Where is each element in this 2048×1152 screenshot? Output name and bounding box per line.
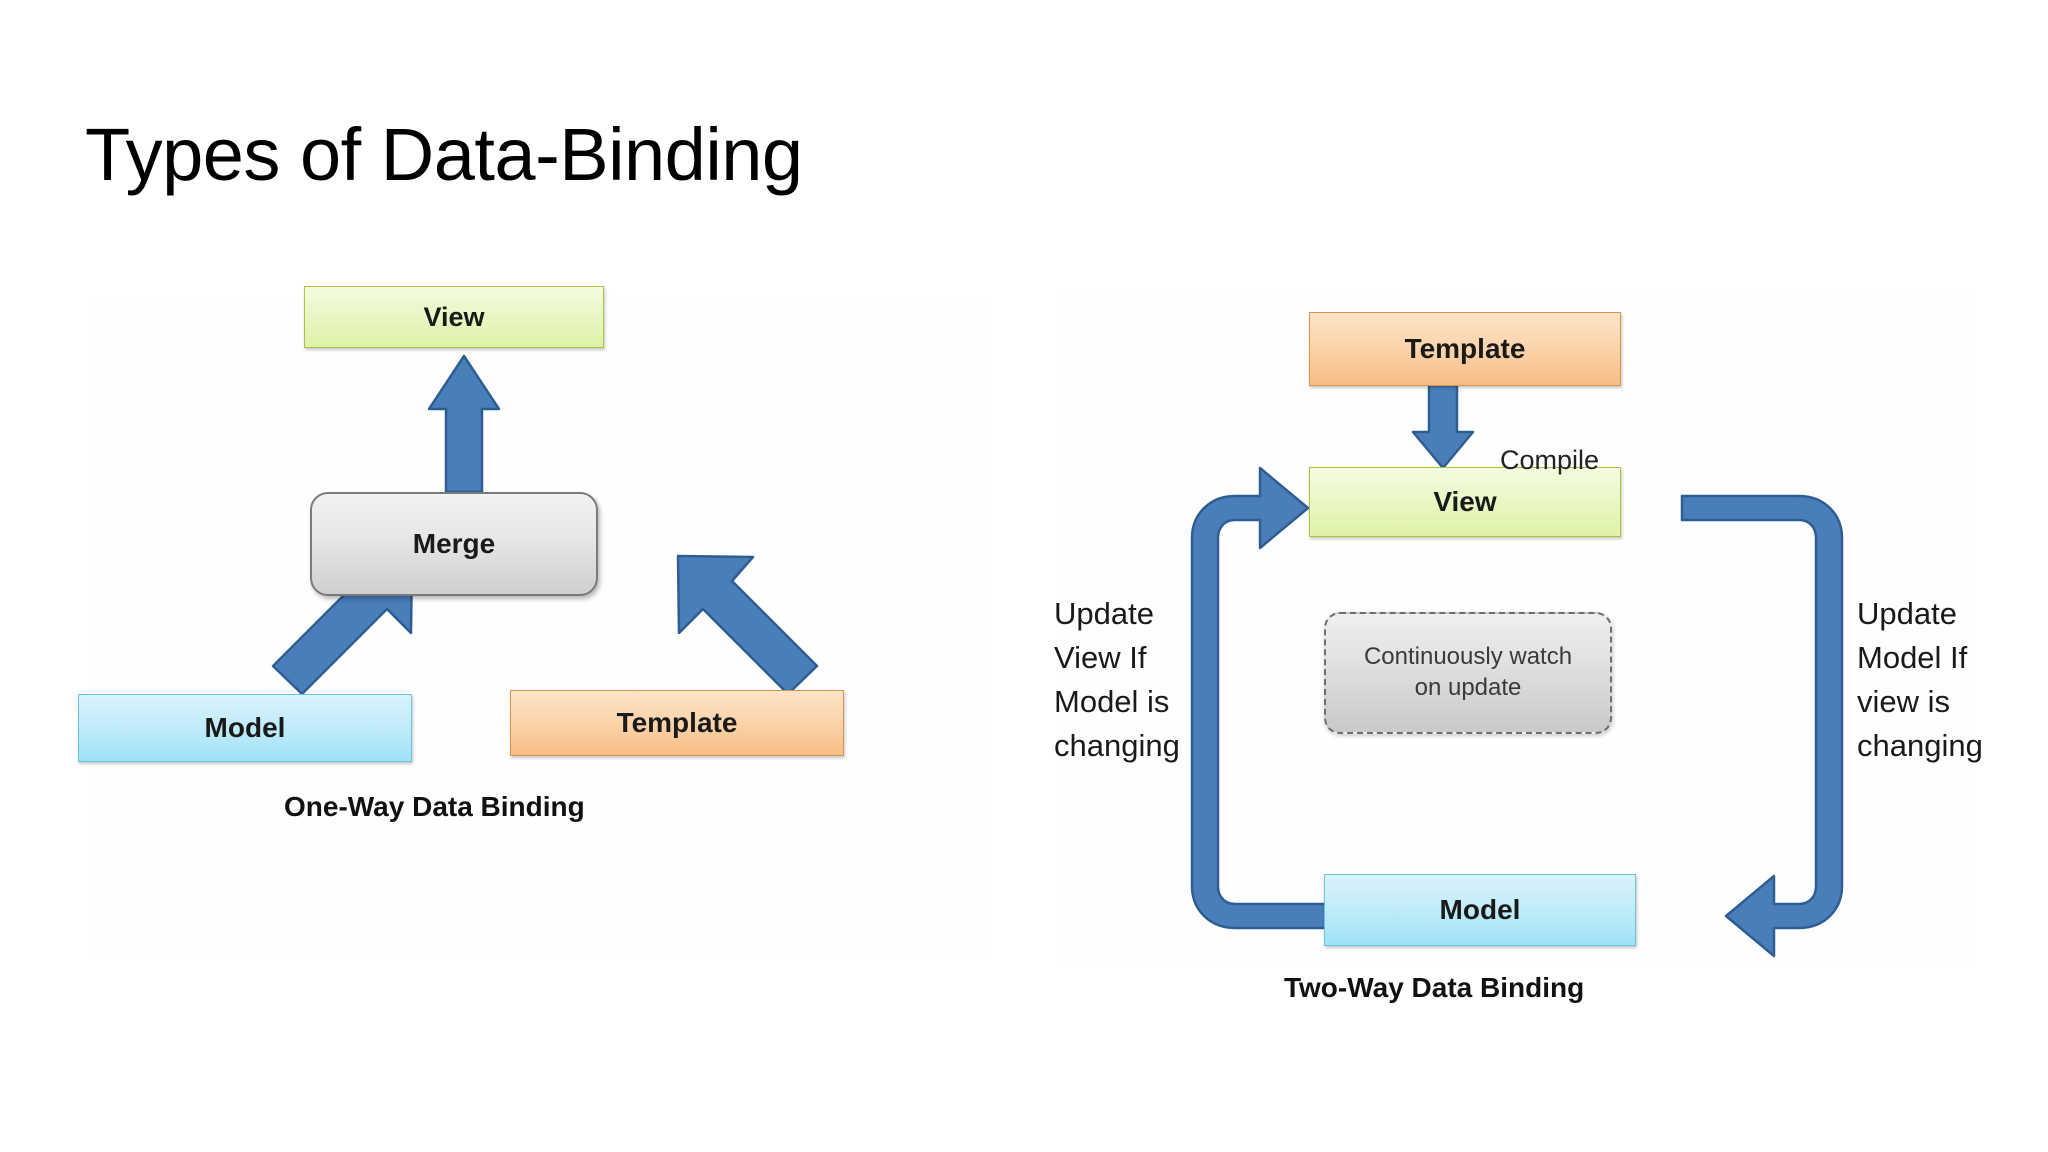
- right-note-line-3: view is: [1857, 684, 1951, 720]
- arrow-template-to-merge: [676, 554, 819, 696]
- node-model-label: Model: [204, 712, 286, 743]
- left-note-line-1: Update: [1054, 596, 1154, 631]
- edge-label-compile: Compile: [1500, 445, 1600, 475]
- node-template-label: Template: [616, 707, 738, 738]
- node-merge[interactable]: Merge: [310, 492, 598, 596]
- node-view-label: View: [423, 301, 485, 332]
- left-note-line-2: View If: [1054, 640, 1147, 676]
- right-note-line-2: Model If: [1857, 640, 1968, 676]
- node-view-label: View: [1433, 486, 1497, 517]
- arrow-template-to-view: [1411, 383, 1475, 470]
- arrow-view-to-model: [1680, 494, 1844, 958]
- node-template-two-way[interactable]: Template: [1309, 312, 1621, 386]
- two-way-loop-arrows: [1190, 466, 1844, 958]
- caption-two-way-data-binding: Two-Way Data Binding: [1284, 972, 1585, 1003]
- node-view-one-way[interactable]: View: [304, 286, 604, 348]
- node-view-two-way[interactable]: View: [1309, 467, 1621, 537]
- watch-line-2: on update: [1414, 674, 1522, 701]
- note-update-view-if-model-changing: Update View If Model is changing: [1054, 592, 1214, 768]
- node-model-one-way[interactable]: Model: [78, 694, 412, 762]
- node-merge-label: Merge: [412, 528, 496, 559]
- right-note-line-4: changing: [1857, 728, 1983, 764]
- left-note-line-3: Model is: [1054, 684, 1170, 720]
- right-note-line-1: Update: [1857, 596, 1957, 631]
- watch-line-1: Continuously watch: [1363, 643, 1573, 671]
- node-model-label: Model: [1439, 894, 1521, 925]
- caption-one-way-data-binding: One-Way Data Binding: [284, 791, 585, 822]
- node-template-label: Template: [1404, 333, 1526, 364]
- note-update-model-if-view-changing: Update Model If view is changing: [1857, 592, 2037, 768]
- left-note-line-4: changing: [1054, 728, 1180, 764]
- node-template-one-way[interactable]: Template: [510, 690, 844, 756]
- node-model-two-way[interactable]: Model: [1324, 874, 1636, 946]
- diagram-two-way-data-binding: Template Compile View Continuously watch…: [1054, 292, 1983, 1003]
- two-way-arrow-layer: [1411, 383, 1475, 470]
- one-way-arrow-layer: [271, 354, 819, 696]
- arrow-merge-to-view: [427, 354, 501, 494]
- diagram-one-way-data-binding: View Merge Model Template One-Way Data B…: [78, 286, 990, 960]
- arrow-model-to-view: [1190, 466, 1354, 930]
- node-continuously-watch[interactable]: Continuously watch on update: [1324, 612, 1612, 734]
- page-title: Types of Data-Binding: [85, 113, 803, 196]
